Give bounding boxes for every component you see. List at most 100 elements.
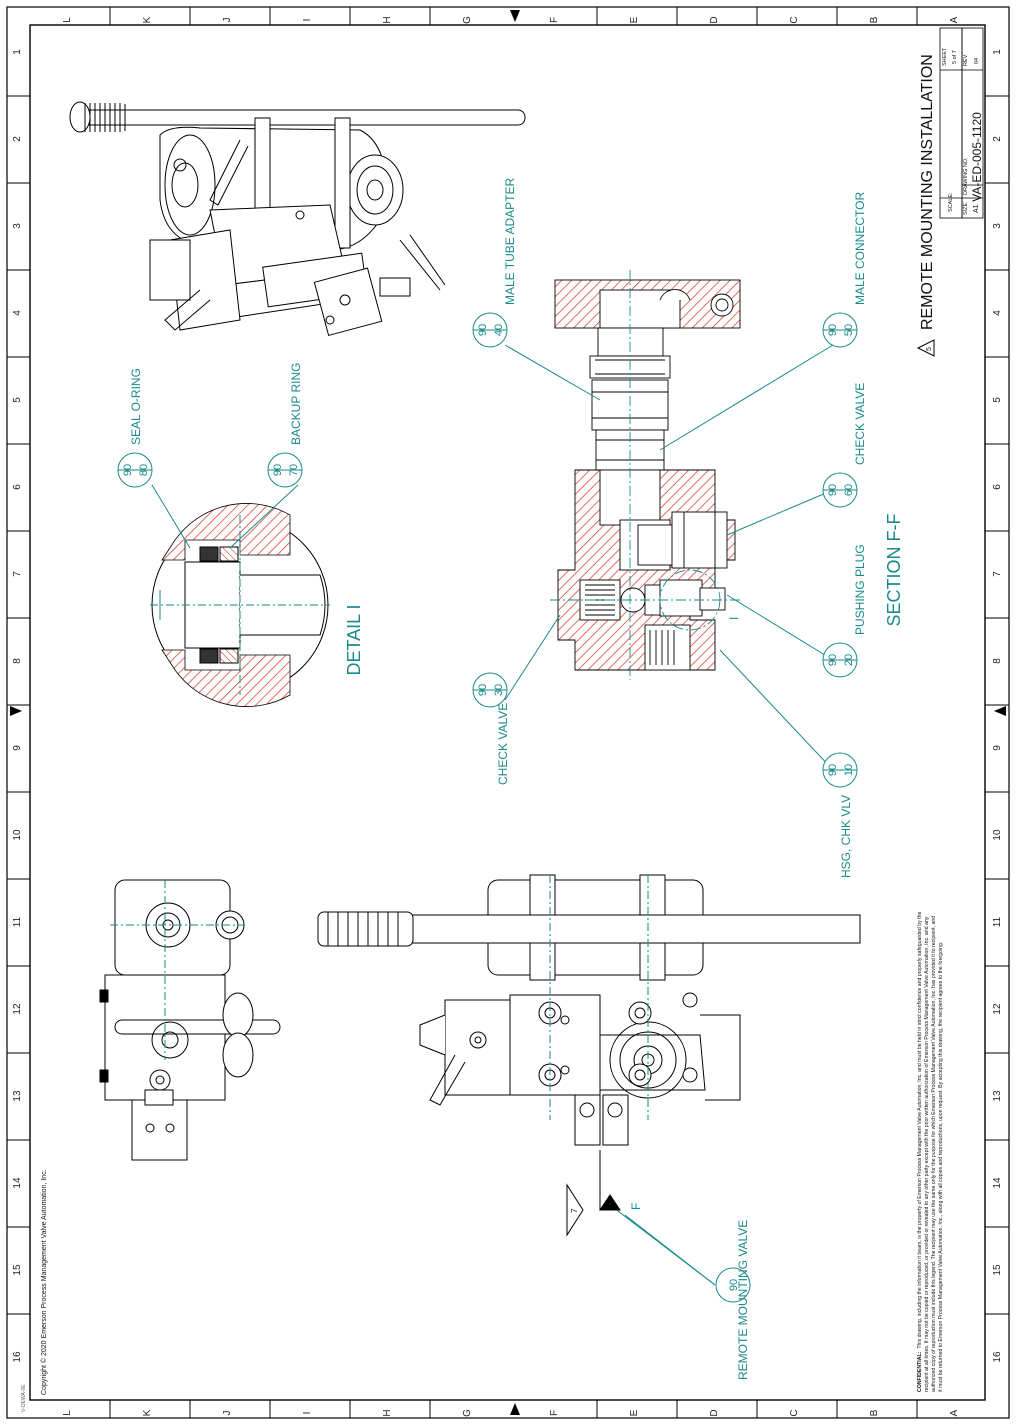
confidential-line: This drawing, including the information … xyxy=(917,911,923,1348)
confidential-line: recipient at all times. It may not be co… xyxy=(924,916,930,1392)
sheet-title: REMOTE MOUNTING INSTALLATION xyxy=(919,54,936,330)
zone-label: B xyxy=(869,16,880,23)
rev-value: 04 xyxy=(974,58,980,64)
zone-ticks xyxy=(7,7,1009,1418)
zone-label: F xyxy=(549,17,560,23)
callout-bottom: 20 xyxy=(843,654,855,666)
callout-seal-o-ring: 90 80 SEAL O-RING xyxy=(117,368,153,488)
confidential-label: CONFIDENTIAL: xyxy=(917,1351,923,1392)
front-handle-grip xyxy=(317,911,414,947)
inner-border xyxy=(29,24,986,1401)
zone-label: 7 xyxy=(992,571,1003,577)
section-f-f-view xyxy=(550,270,741,680)
callout-bottom: 40 xyxy=(493,324,505,336)
confidential-line: it must be returned to Emerson Process M… xyxy=(938,942,944,1392)
zone-label: 12 xyxy=(12,1003,23,1015)
zone-label: 4 xyxy=(12,310,23,316)
callout-label: MALE CONNECTOR xyxy=(853,192,867,305)
zone-label: 11 xyxy=(12,916,23,927)
zone-label: 14 xyxy=(12,1177,23,1189)
zone-label: 10 xyxy=(992,829,1003,841)
title-size: A1 xyxy=(973,204,980,213)
rev-label: REV. xyxy=(963,53,969,66)
callout-check-valve-30: 90 30 CHECK VALVE xyxy=(472,672,510,785)
zone-label: E xyxy=(629,1409,640,1416)
zone-label: D xyxy=(709,1409,720,1416)
zone-label: D xyxy=(709,16,720,23)
zone-label: C xyxy=(789,1409,800,1416)
zone-label: J xyxy=(222,18,233,23)
zone-label: H xyxy=(382,1409,393,1416)
callout-top: 90 xyxy=(728,1279,740,1291)
drawing-number: VA-ED-005-1120 xyxy=(970,112,984,202)
zone-label: K xyxy=(142,16,153,23)
isometric-view xyxy=(69,101,526,337)
sheet-number: 5 of 7 xyxy=(952,50,958,64)
callout-label: SEAL O-RING xyxy=(129,368,143,445)
callout-pushing-plug: 90 20 PUSHING PLUG xyxy=(822,544,867,678)
iso-handle-grip xyxy=(69,101,126,133)
center-arrow-left xyxy=(10,706,22,716)
callout-hsg-chk-vlv: 90 10 HSG, CHK VLV xyxy=(822,752,858,878)
callout-top: 90 xyxy=(477,324,489,336)
zone-label: 11 xyxy=(992,916,1003,927)
center-arrow-top xyxy=(510,10,520,22)
callout-label: MALE TUBE ADAPTER xyxy=(503,178,517,305)
callout-top: 90 xyxy=(827,324,839,336)
leader-lines xyxy=(151,344,834,1286)
callout-label: REMOTE MOUNTING VALVE xyxy=(736,1220,750,1380)
callout-male-tube-adapter: 90 40 MALE TUBE ADAPTER xyxy=(472,178,517,348)
callout-top: 90 xyxy=(122,464,134,476)
outer-border xyxy=(6,6,1010,1419)
zone-label: L xyxy=(62,1410,73,1416)
zone-label: 6 xyxy=(12,484,23,490)
zone-label: 2 xyxy=(12,136,23,142)
zone-label: 6 xyxy=(992,484,1003,490)
center-arrow-bottom xyxy=(510,1403,520,1415)
zone-label: 1 xyxy=(992,49,1003,55)
detail-i-view xyxy=(150,503,330,707)
stamp: V-OEWA-0E xyxy=(21,1384,27,1412)
zone-label: 4 xyxy=(992,310,1003,316)
callout-top: 90 xyxy=(827,764,839,776)
callout-male-connector: 90 50 MALE CONNECTOR xyxy=(822,192,867,348)
zone-label: J xyxy=(222,1411,233,1416)
callout-remote-mounting-valve: 90 REMOTE MOUNTING VALVE xyxy=(715,1220,751,1380)
zone-label: 8 xyxy=(12,658,23,664)
drawing-no-label: DRAWING NO. xyxy=(963,157,969,195)
callout-backup-ring: 90 70 BACKUP RING xyxy=(267,363,303,488)
callout-bottom: 70 xyxy=(288,464,300,476)
callout-bottom: 50 xyxy=(843,324,855,336)
zone-label: I xyxy=(302,19,313,22)
callout-bottom: 60 xyxy=(843,484,855,496)
callout-label: BACKUP RING xyxy=(289,363,303,445)
zone-label: K xyxy=(142,1409,153,1416)
zone-label: 13 xyxy=(992,1090,1003,1102)
zone-label: 9 xyxy=(12,745,23,751)
section-title: SECTION F-F xyxy=(884,514,904,627)
zone-label: 5 xyxy=(992,397,1003,403)
callout-top: 90 xyxy=(827,654,839,666)
zone-label: C xyxy=(789,16,800,23)
detail-title: DETAIL I xyxy=(344,604,364,675)
zone-label: G xyxy=(462,16,473,24)
copyright: Copyright © 2020 Emerson Process Managem… xyxy=(40,1169,48,1395)
zone-label: E xyxy=(629,16,640,23)
callout-label: CHECK VALVE xyxy=(853,383,867,465)
title-size-label: SIZE xyxy=(963,202,969,215)
confidential-line: authorized copy of reproduction must inc… xyxy=(931,916,937,1392)
zone-label: 15 xyxy=(992,1264,1003,1276)
zone-label: 14 xyxy=(992,1177,1003,1189)
section-arrow-number: 7 xyxy=(570,1208,579,1213)
zone-label: 5 xyxy=(12,397,23,403)
center-arrow-right xyxy=(994,706,1006,716)
zone-label: 16 xyxy=(12,1351,23,1363)
zone-label: 16 xyxy=(992,1351,1003,1363)
zone-label: I xyxy=(302,1412,313,1415)
callout-top: 90 xyxy=(272,464,284,476)
zone-label: 1 xyxy=(12,49,23,55)
callout-bottom: 10 xyxy=(843,764,855,776)
